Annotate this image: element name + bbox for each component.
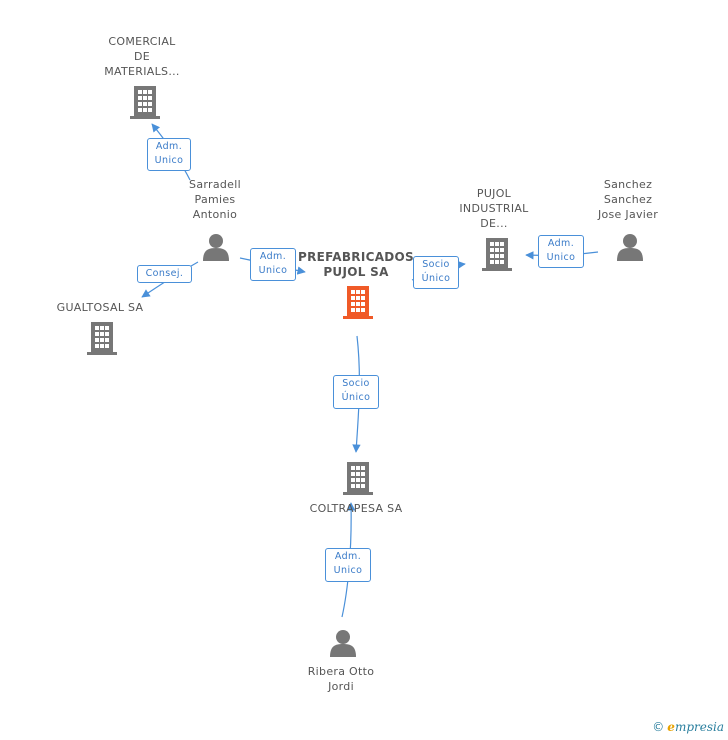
edge-label-main-pujol[interactable]: Socio Único (413, 256, 459, 289)
ribera-label[interactable]: Ribera Otto Jordi (296, 664, 386, 694)
main-label-line: PREFABRICADOS (298, 250, 414, 264)
edge-label-line: Adm. (547, 238, 575, 249)
edge-label-line: Unico (333, 565, 363, 576)
comercial-label-line: COMERCIAL (108, 35, 176, 48)
sanchez-person-icon[interactable] (617, 234, 643, 261)
brand-e: e (667, 720, 675, 734)
edge-label-main-coltrapesa[interactable]: Socio Único (333, 375, 379, 409)
coltrapesa-building-icon[interactable] (343, 462, 373, 495)
edge-label-sarradell-comercial[interactable]: Adm. Unico (147, 138, 191, 171)
edge-label-line: Único (421, 273, 451, 284)
pujol-label-line: PUJOL (476, 187, 512, 200)
gualtosal-label[interactable]: GUALTOSAL SA (56, 301, 144, 314)
edge-label-line: Unico (258, 265, 288, 276)
pujol-industrial-label[interactable]: PUJOL INDUSTRIAL DE... (452, 186, 536, 231)
edge-label-line: Socio (342, 378, 370, 389)
pujol-label-line: INDUSTRIAL (459, 202, 529, 215)
comercial-building-icon[interactable] (130, 86, 160, 119)
main-label-line: PUJOL SA (323, 265, 389, 279)
coltrapesa-label[interactable]: COLTRAPESA SA (309, 502, 403, 515)
edge-label-line: Unico (546, 252, 576, 263)
ribera-label-line: Ribera Otto (307, 665, 375, 678)
edge-label-line: Consej. (145, 268, 184, 279)
sarradell-label-line: Sarradell (189, 178, 241, 191)
empresia-watermark: ©empresia (652, 720, 724, 734)
sarradell-label[interactable]: Sarradell Pamies Antonio (170, 177, 260, 222)
edge-label-sanchez-pujol[interactable]: Adm. Unico (538, 235, 584, 268)
sanchez-label[interactable]: Sanchez Sanchez Jose Javier (582, 177, 674, 222)
sanchez-label-line: Jose Javier (597, 208, 659, 221)
edge-label-line: Adm. (259, 251, 287, 262)
sanchez-label-line: Sanchez (603, 178, 653, 191)
main-company-label[interactable]: PREFABRICADOS PUJOL SA (298, 250, 414, 280)
ribera-label-line: Jordi (328, 680, 354, 693)
comercial-label-line: DE (133, 50, 151, 63)
sarradell-person-icon[interactable] (203, 234, 229, 261)
sarradell-label-line: Antonio (192, 208, 238, 221)
edge-label-line: Unico (154, 155, 184, 166)
brand-rest: mpresia (674, 720, 724, 734)
main-building-icon[interactable] (343, 286, 373, 319)
gualtosal-building-icon[interactable] (87, 322, 117, 355)
sarradell-label-line: Pamies (194, 193, 236, 206)
edge-label-line: Adm. (155, 141, 183, 152)
edge-label-sarradell-main[interactable]: Adm. Unico (250, 248, 296, 281)
edge-label-sarradell-gualtosal[interactable]: Consej. (137, 265, 192, 283)
comercial-label[interactable]: COMERCIAL DE MATERIALS... (96, 34, 188, 79)
sanchez-label-line: Sanchez (603, 193, 653, 206)
edge-label-ribera-coltrapesa[interactable]: Adm. Unico (325, 548, 371, 582)
pujol-label-line: DE... (480, 217, 508, 230)
edge-label-line: Adm. (334, 551, 362, 562)
edge-label-line: Socio (422, 259, 450, 270)
ribera-person-icon[interactable] (330, 630, 356, 657)
pujol-building-icon[interactable] (482, 238, 512, 271)
edge-label-line: Único (341, 392, 371, 403)
comercial-label-line: MATERIALS... (104, 65, 180, 78)
copyright-symbol: © (652, 720, 665, 734)
